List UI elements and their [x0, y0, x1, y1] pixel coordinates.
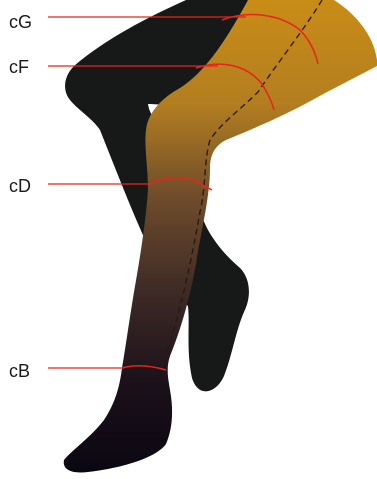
label-cd: cD: [9, 177, 31, 195]
label-cf: cF: [9, 58, 29, 76]
label-cb: cB: [9, 362, 30, 380]
label-cg: cG: [9, 13, 32, 31]
